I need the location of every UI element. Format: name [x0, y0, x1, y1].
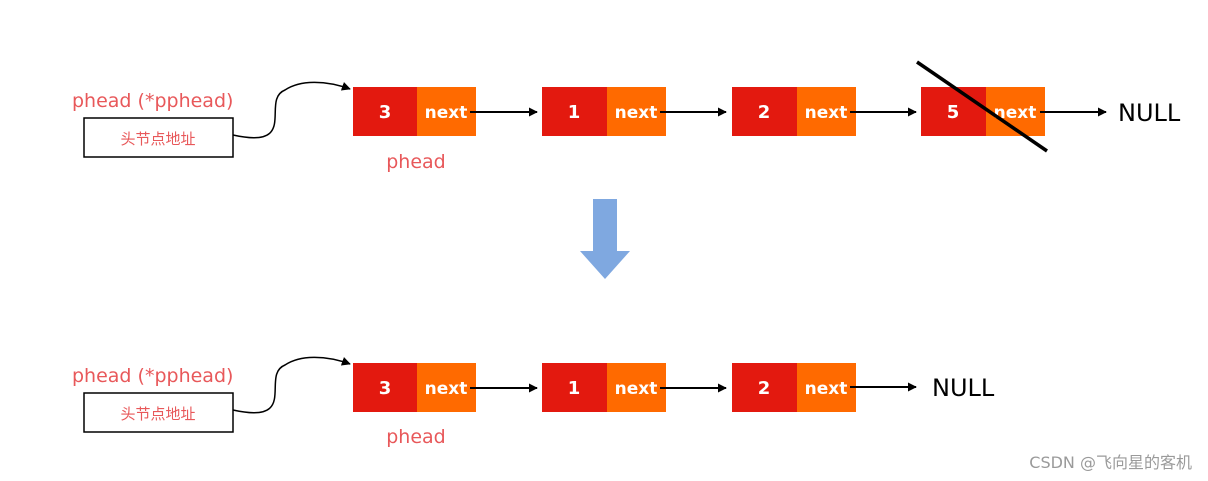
- node-value-cell: [353, 363, 417, 412]
- node-value: 3: [379, 378, 392, 399]
- list-node: 1 next: [542, 363, 666, 412]
- watermark: CSDN @飞向星的客机: [1029, 453, 1192, 472]
- node-value: 2: [758, 102, 771, 123]
- node-next-cell: [797, 87, 856, 136]
- pointer-curve: [232, 356, 351, 414]
- node-next-cell: [607, 363, 666, 412]
- arrow-down-icon: [580, 199, 630, 279]
- node-next-label: next: [994, 103, 1037, 123]
- node-value: 5: [947, 102, 960, 123]
- node-next-label: next: [425, 103, 468, 123]
- top-list: phead (*pphead) 头节点地址 3 next 1 next 2 ne…: [72, 60, 1181, 173]
- node-next-cell: [417, 87, 476, 136]
- node-value: 3: [379, 102, 392, 123]
- head-address-label: 头节点地址: [120, 130, 195, 148]
- head-label: phead: [386, 151, 446, 173]
- node-value-cell: [732, 363, 797, 412]
- list-node: 3 next: [353, 363, 476, 412]
- head-address-box: [83, 117, 234, 158]
- node-next-label: next: [425, 379, 468, 399]
- node-next-label: next: [615, 379, 658, 399]
- node-value-cell: [542, 363, 607, 412]
- pointer-curve: [232, 81, 351, 139]
- node-next-label: next: [805, 103, 848, 123]
- head-address-box: [83, 392, 234, 433]
- bottom-list: phead (*pphead) 头节点地址 3 next 1 next 2 ne…: [72, 356, 995, 448]
- list-node: 3 next: [353, 87, 476, 136]
- null-label: NULL: [932, 374, 995, 402]
- list-node: 1 next: [542, 87, 666, 136]
- list-node: 2 next: [732, 87, 856, 136]
- node-value: 1: [568, 102, 581, 123]
- pointer-label: phead (*pphead): [72, 90, 233, 112]
- node-next-cell: [607, 87, 666, 136]
- head-label: phead: [386, 426, 446, 448]
- node-value-cell: [542, 87, 607, 136]
- node-value: 2: [758, 378, 771, 399]
- strike-through-line: [916, 60, 1048, 153]
- null-label: NULL: [1118, 99, 1181, 127]
- list-node: 2 next: [732, 363, 856, 412]
- node-value-cell: [353, 87, 417, 136]
- node-next-label: next: [805, 379, 848, 399]
- node-next-cell: [417, 363, 476, 412]
- head-address-label: 头节点地址: [120, 405, 195, 423]
- node-value-cell: [921, 87, 986, 136]
- node-next-label: next: [615, 103, 658, 123]
- node-value-cell: [732, 87, 797, 136]
- node-next-cell: [797, 363, 856, 412]
- deleted-list-node: 5 next: [916, 60, 1048, 153]
- pointer-label: phead (*pphead): [72, 365, 233, 387]
- node-value: 1: [568, 378, 581, 399]
